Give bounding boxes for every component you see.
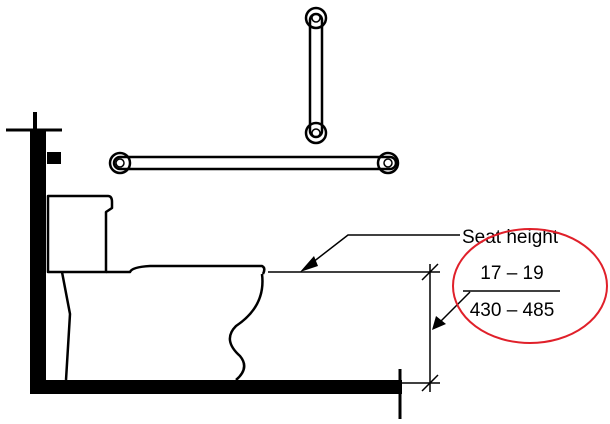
vertical-grab-bar <box>304 6 328 145</box>
toilet-bowl <box>228 273 264 381</box>
toilet-seat <box>106 264 266 275</box>
highlight-circle <box>452 228 608 344</box>
seat-height-leader <box>300 234 460 272</box>
dimension-millimeters: 430 – 485 <box>470 300 555 321</box>
flush-handle <box>47 152 61 164</box>
dimension-line <box>268 263 440 392</box>
toilet-base <box>60 271 72 381</box>
toilet <box>46 194 266 381</box>
dimension-leader <box>432 291 471 330</box>
floor <box>30 369 402 419</box>
dimension-inches: 17 – 19 <box>480 263 543 284</box>
wall <box>6 112 62 392</box>
horizontal-grab-bar <box>108 151 400 175</box>
seat-height-label: Seat height <box>462 227 559 248</box>
toilet-tank <box>46 194 114 274</box>
